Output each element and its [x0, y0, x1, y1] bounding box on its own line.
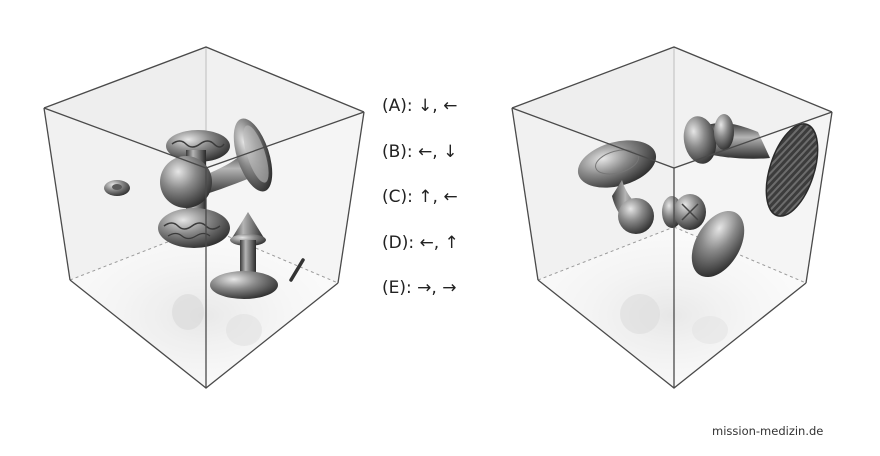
option-d: (D): ←, ↑: [382, 232, 459, 253]
right-cube: [511, 46, 833, 389]
watermark: mission-medizin.de: [712, 424, 824, 438]
option-b: (B): ←, ↓: [382, 141, 458, 162]
option-c: (C): ↑, ←: [382, 187, 458, 207]
left-cube: [43, 46, 365, 389]
option-e: (E): →, →: [382, 278, 457, 298]
answer-options: (A): ↓, ← (B): ←, ↓ (C): ↑, ← (D): ←, ↑ …: [382, 92, 459, 320]
option-a: (A): ↓, ←: [382, 96, 458, 116]
left-objects: [104, 118, 305, 346]
right-objects: [577, 114, 819, 344]
